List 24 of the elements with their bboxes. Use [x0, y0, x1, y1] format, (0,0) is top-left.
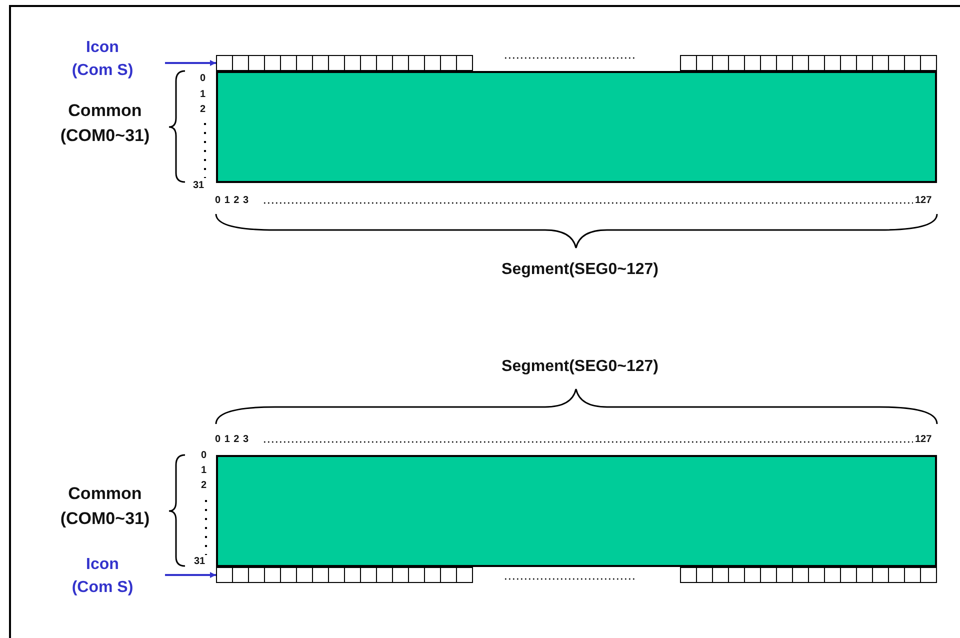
index-number: 2	[201, 480, 207, 492]
icon-label: Icon (Com S)	[40, 36, 165, 82]
index-number: 31	[194, 556, 206, 568]
display-panel	[216, 455, 937, 567]
axis-label: Segment(SEG0~127)	[500, 260, 660, 280]
index-number: 0 1 2 3	[215, 434, 249, 446]
index-number: 0	[200, 73, 206, 85]
index-number: 1	[200, 89, 206, 101]
index-number: 127	[915, 434, 932, 446]
index-number: 1	[201, 465, 207, 477]
icon-label: Icon (Com S)	[40, 553, 165, 599]
index-number: 127	[915, 195, 932, 207]
arrow	[165, 60, 216, 66]
icon-segment-row	[216, 567, 937, 583]
index-number: 0 1 2 3	[215, 195, 249, 207]
index-number: 0	[201, 450, 207, 462]
axis-label: Common (COM0~31)	[59, 483, 151, 530]
index-number: 31	[193, 180, 204, 192]
index-number: 2	[200, 104, 206, 116]
axis-label: Segment(SEG0~127)	[500, 357, 660, 377]
axis-label: Common (COM0~31)	[59, 100, 151, 147]
icon-segment-row	[216, 55, 937, 71]
arrow	[165, 572, 216, 578]
display-panel	[216, 71, 937, 183]
